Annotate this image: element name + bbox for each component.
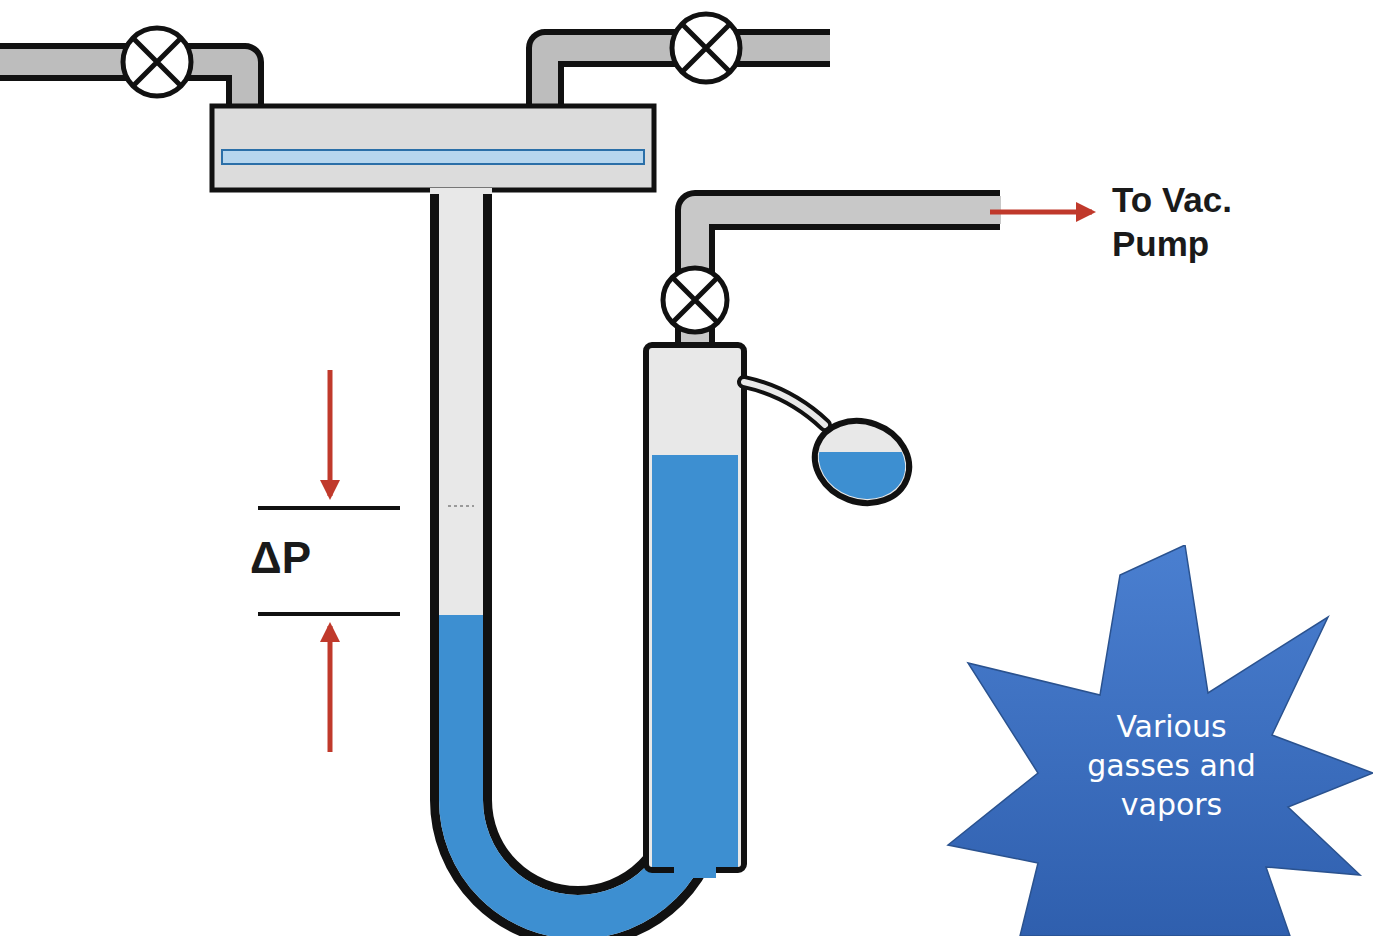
starburst-callout: Various gasses and vapors [930,545,1373,936]
flow-arrow [990,210,1092,215]
header-chamber [212,106,654,190]
callout-text: Various gasses and vapors [1072,707,1272,824]
bulb-reservoir [744,382,921,516]
valve [123,28,191,96]
pressure-difference-label: ΔP [250,532,360,585]
vacuum-pipe [695,196,1001,350]
valve [663,268,727,332]
outlet-label: To Vac. Pump [1112,178,1322,266]
valve [672,14,740,82]
reservoir-limb [646,345,744,878]
